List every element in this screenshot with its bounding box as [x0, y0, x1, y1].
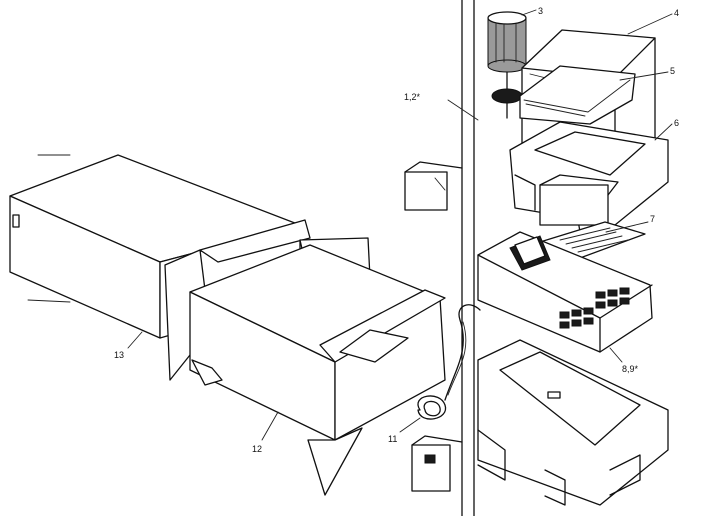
callout-13: 13 [114, 350, 124, 360]
calculator-unit [477, 231, 653, 353]
callout-12: 12 [252, 444, 262, 454]
outer-carton [9, 154, 446, 496]
callout-11: 11 [388, 434, 397, 444]
callout-6: 6 [674, 118, 679, 128]
callout-5: 5 [670, 66, 675, 76]
upper-foam-endcap [404, 121, 669, 233]
callout-3: 3 [538, 6, 543, 16]
callout-7: 7 [650, 214, 655, 224]
callout-8-9: 8,9* [622, 364, 639, 374]
callout-1-2: 1,2* [404, 92, 421, 102]
leader-lines [27, 9, 673, 441]
central-axis [461, 0, 475, 516]
callout-4: 4 [674, 8, 679, 18]
keypad [559, 287, 630, 329]
power-cord [417, 304, 481, 420]
paper-roll [487, 11, 527, 119]
callout-labels: 1,2* 3 4 5 6 7 8,9* 11 12 13 [114, 6, 679, 454]
lower-foam-endcap [411, 339, 669, 506]
tray-plate [519, 65, 636, 125]
